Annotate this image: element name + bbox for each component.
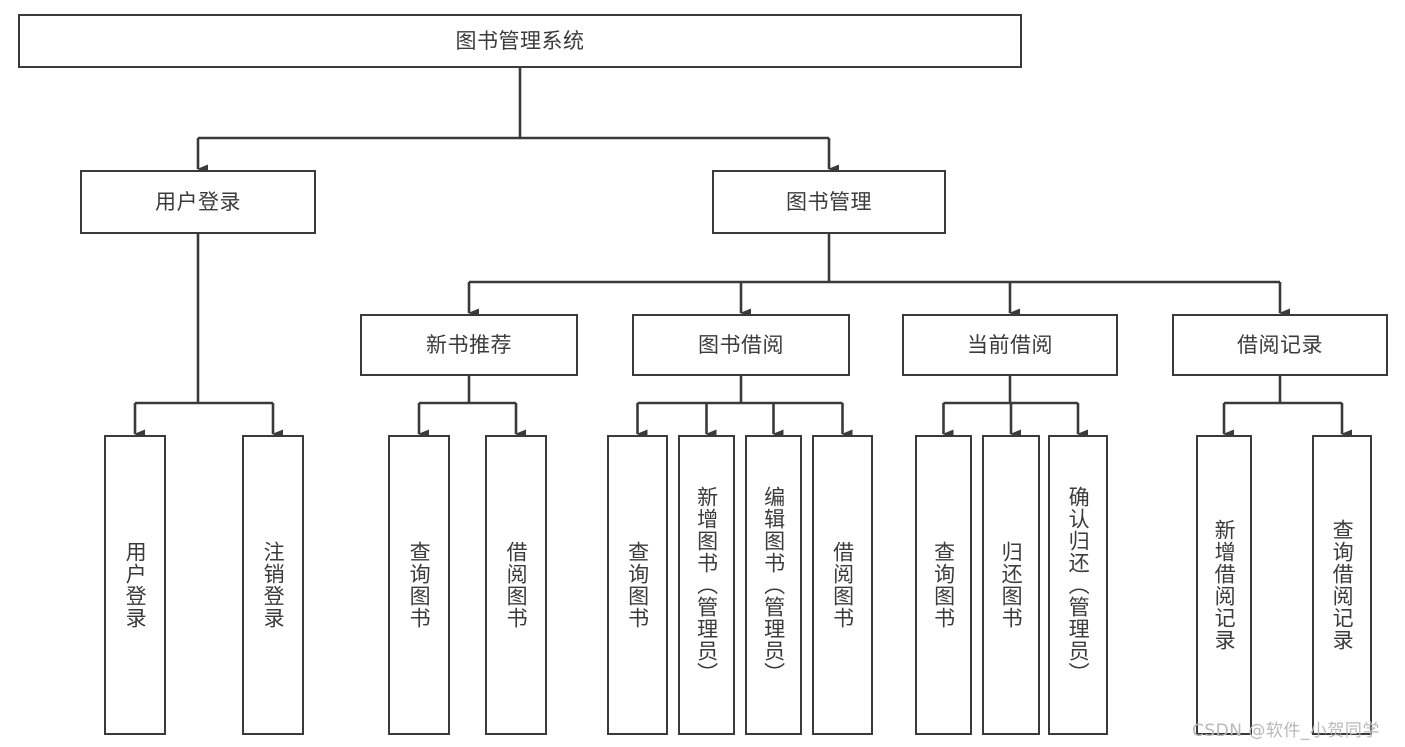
watermark-text: CSDN @软件_小贺同学 <box>1192 721 1380 741</box>
node-l-addrec[interactable]: 新增借阅记录 <box>1196 435 1252 735</box>
node-newbook[interactable]: 新书推荐 <box>360 314 578 376</box>
node-label: 用户登录 <box>155 189 241 214</box>
node-label: 新增图书（管理员） <box>694 486 719 684</box>
node-label: 图书管理 <box>786 189 872 214</box>
node-borrow[interactable]: 图书借阅 <box>632 314 850 376</box>
node-label: 归还图书 <box>999 541 1024 629</box>
node-l-confirm[interactable]: 确认归还（管理员） <box>1048 435 1108 735</box>
node-records[interactable]: 借阅记录 <box>1172 314 1388 376</box>
node-l-logout[interactable]: 注销登录 <box>242 435 304 735</box>
node-l-login[interactable]: 用户登录 <box>104 435 166 735</box>
node-l-query2[interactable]: 查询图书 <box>607 435 668 735</box>
node-label: 当前借阅 <box>967 332 1053 357</box>
node-label: 借阅图书 <box>504 541 529 629</box>
node-root[interactable]: 图书管理系统 <box>18 14 1022 68</box>
node-l-queryrec[interactable]: 查询借阅记录 <box>1312 435 1372 735</box>
node-label: 编辑图书（管理员） <box>761 486 786 684</box>
node-label: 新书推荐 <box>426 332 512 357</box>
node-l-query1[interactable]: 查询图书 <box>388 435 450 735</box>
node-label: 查询图书 <box>931 541 956 629</box>
node-label: 查询图书 <box>625 541 650 629</box>
node-label: 注销登录 <box>261 541 286 629</box>
node-l-borrow1[interactable]: 借阅图书 <box>485 435 547 735</box>
node-l-add[interactable]: 新增图书（管理员） <box>678 435 735 735</box>
node-l-edit[interactable]: 编辑图书（管理员） <box>745 435 802 735</box>
node-label: 用户登录 <box>123 541 148 629</box>
node-label: 图书管理系统 <box>455 28 585 53</box>
node-label: 查询借阅记录 <box>1330 519 1355 651</box>
node-label: 图书借阅 <box>698 332 784 357</box>
node-label: 借阅记录 <box>1237 332 1323 357</box>
node-current[interactable]: 当前借阅 <box>902 314 1118 376</box>
node-login[interactable]: 用户登录 <box>80 170 316 234</box>
node-l-borrow2[interactable]: 借阅图书 <box>812 435 873 735</box>
node-label: 借阅图书 <box>830 541 855 629</box>
node-l-return[interactable]: 归还图书 <box>982 435 1040 735</box>
node-label: 确认归还（管理员） <box>1066 486 1091 684</box>
node-label: 新增借阅记录 <box>1212 519 1237 651</box>
node-label: 查询图书 <box>407 541 432 629</box>
node-bookmgmt[interactable]: 图书管理 <box>712 170 946 234</box>
node-l-query3[interactable]: 查询图书 <box>915 435 972 735</box>
